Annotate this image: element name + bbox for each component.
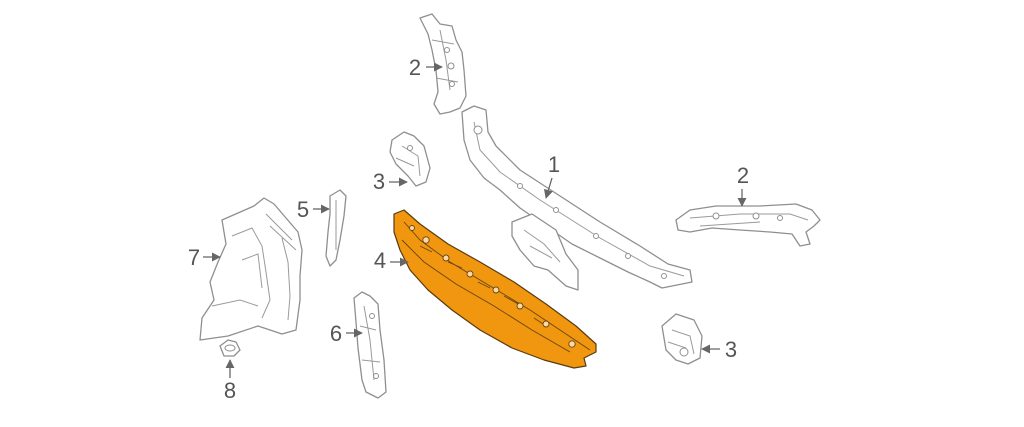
part-2-right-bracket[interactable] bbox=[675, 203, 821, 247]
callout-1-label: 1 bbox=[548, 152, 560, 177]
part-5-bracket[interactable] bbox=[325, 189, 347, 267]
callout-3-upper-label: 3 bbox=[373, 169, 385, 194]
callout-8-label: 8 bbox=[224, 378, 236, 403]
callout-4: 4 bbox=[374, 248, 409, 273]
part-1-radiator-support[interactable] bbox=[461, 105, 693, 291]
callout-3-upper: 3 bbox=[373, 169, 408, 194]
callout-2-right: 2 bbox=[737, 163, 749, 207]
callout-5: 5 bbox=[297, 197, 330, 222]
part-2-upper-bracket[interactable] bbox=[419, 13, 467, 115]
callout-4-label: 4 bbox=[374, 248, 386, 273]
callout-6: 6 bbox=[330, 321, 363, 346]
part-6-bracket[interactable] bbox=[353, 291, 387, 399]
part-8-clip[interactable] bbox=[219, 339, 241, 357]
callout-6-label: 6 bbox=[330, 321, 342, 346]
callout-2-right-label: 2 bbox=[737, 163, 749, 188]
callout-1: 1 bbox=[543, 152, 560, 199]
callout-3-lower-label: 3 bbox=[725, 337, 737, 362]
part-4-lower-tie-bar-highlighted[interactable] bbox=[393, 209, 597, 369]
callout-8: 8 bbox=[224, 359, 236, 403]
callout-5-label: 5 bbox=[297, 197, 309, 222]
part-7-air-guide[interactable] bbox=[199, 197, 303, 341]
part-3-lower-bracket[interactable] bbox=[661, 313, 703, 365]
callout-7: 7 bbox=[188, 245, 221, 270]
callout-2-upper-label: 2 bbox=[409, 55, 421, 80]
callout-3-lower: 3 bbox=[701, 337, 737, 362]
callout-2-upper: 2 bbox=[409, 55, 443, 80]
callout-7-label: 7 bbox=[188, 245, 200, 270]
part-3-upper-bracket[interactable] bbox=[389, 131, 431, 187]
